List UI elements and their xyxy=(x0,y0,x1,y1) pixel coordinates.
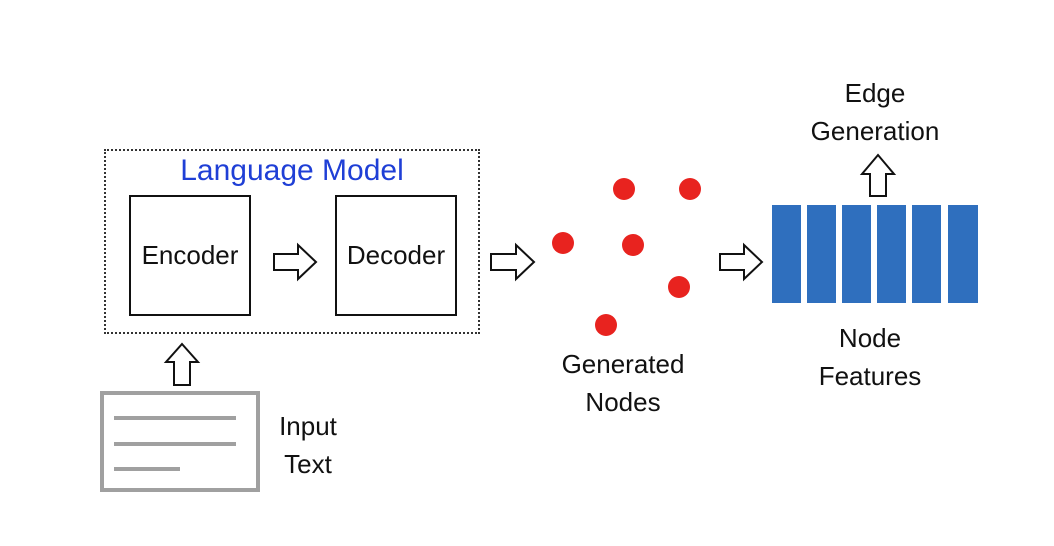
feature-bar xyxy=(877,205,906,303)
node-features-label-line2: Features xyxy=(818,361,922,391)
generated-nodes xyxy=(552,178,701,336)
node-dot xyxy=(595,314,617,336)
encoder-label: Encoder xyxy=(141,240,239,270)
edge-generation-label-line2: Generation xyxy=(810,116,940,146)
node-features-label: Node Features xyxy=(790,319,950,395)
up-arrow-icon xyxy=(163,342,201,386)
language-model-title: Language Model xyxy=(180,154,404,187)
feature-bar xyxy=(948,205,978,303)
right-arrow-icon xyxy=(490,242,536,282)
edge-generation-label: Edge Generation xyxy=(790,74,960,150)
right-arrow-icon xyxy=(719,242,764,282)
node-dot xyxy=(622,234,644,256)
generated-nodes-label-line2: Nodes xyxy=(585,387,661,417)
node-feature-bars xyxy=(772,205,978,303)
document-icon xyxy=(100,391,260,492)
encoder-block: Encoder xyxy=(129,195,251,316)
node-features-label-line1: Node xyxy=(838,323,902,353)
feature-bar xyxy=(807,205,836,303)
decoder-block: Decoder xyxy=(335,195,457,316)
node-dot xyxy=(552,232,574,254)
generated-nodes-label-line1: Generated xyxy=(561,349,685,379)
input-text-label-line1: Input xyxy=(279,411,337,441)
generated-nodes-label: Generated Nodes xyxy=(530,345,716,421)
right-arrow-icon xyxy=(273,242,318,282)
feature-bar xyxy=(912,205,941,303)
node-dot xyxy=(679,178,701,200)
input-text-label: Input Text xyxy=(258,407,358,483)
node-dot xyxy=(613,178,635,200)
feature-bar xyxy=(842,205,871,303)
up-arrow-icon xyxy=(859,153,897,197)
language-model-container xyxy=(104,149,480,334)
input-text-label-line2: Text xyxy=(284,449,332,479)
decoder-label: Decoder xyxy=(346,240,446,270)
node-dot xyxy=(668,276,690,298)
edge-generation-label-line1: Edge xyxy=(844,78,906,108)
feature-bar xyxy=(772,205,801,303)
